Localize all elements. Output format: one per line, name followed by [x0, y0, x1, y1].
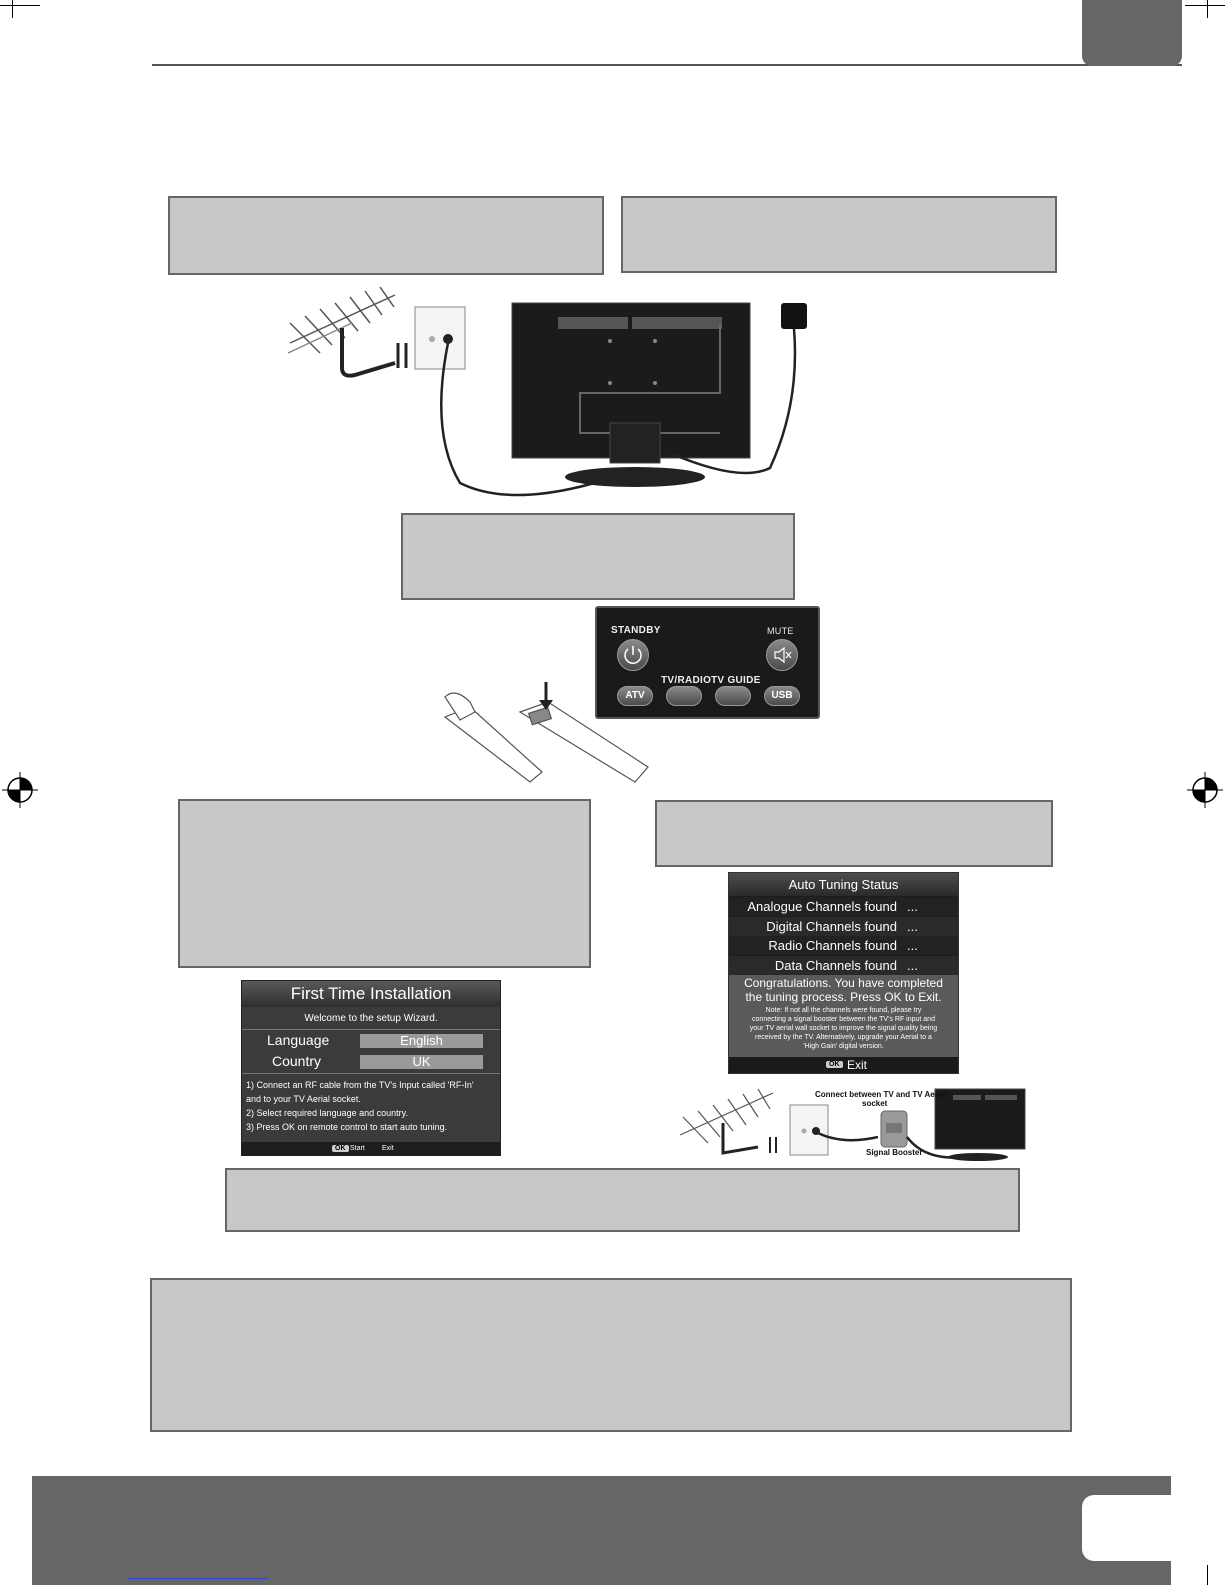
fti-language-label: Language: [267, 1032, 330, 1048]
crop-mark-top-right-v: [1207, 0, 1208, 18]
ats-row-radio: Radio Channels found...: [729, 936, 958, 955]
booster-label: Signal Booster: [866, 1148, 923, 1157]
crop-mark-top-right-h: [1185, 5, 1225, 6]
ats-note-2: connecting a signal booster between the …: [752, 1016, 935, 1023]
tvradio-label: TV/RADIO: [661, 675, 712, 686]
registration-mark-left: [2, 772, 38, 808]
fti-instruction-1a: 1) Connect an RF cable from the TV's Inp…: [246, 1080, 474, 1090]
ats-congrats-2: the tuning process. Press OK to Exit.: [745, 990, 942, 1004]
ats-note-5: 'High Gain' digital version.: [803, 1043, 884, 1050]
footer-link-underline[interactable]: [127, 1578, 267, 1579]
mute-button[interactable]: [766, 639, 798, 671]
callout-box-top-left: [168, 196, 604, 275]
remote-button-panel: STANDBY MUTE TV/RADIO TV GUIDE ATV USB: [595, 606, 820, 719]
fti-divider-2: [242, 1073, 500, 1074]
auto-tuning-status-screen: Auto Tuning Status Analogue Channels fou…: [728, 872, 959, 1074]
callout-box-top-right: [621, 196, 1057, 273]
fti-title: First Time Installation: [242, 981, 500, 1007]
power-plug-icon: [781, 303, 807, 329]
header-rule: [152, 64, 1182, 66]
tvguide-button[interactable]: [715, 686, 751, 706]
ats-note-1: Note: If not all the channels were found…: [765, 1007, 922, 1014]
crop-mark-bottom-right-v: [1207, 1565, 1208, 1585]
ats-title-bar: [729, 873, 958, 896]
fti-instruction-3: 3) Press OK on remote control to start a…: [246, 1122, 448, 1132]
callout-box-wide: [225, 1168, 1020, 1232]
fti-divider: [242, 1029, 500, 1030]
callout-box-bottom: [150, 1278, 1072, 1432]
callout-box-middle: [401, 513, 795, 600]
standby-label: STANDBY: [611, 625, 661, 636]
atv-button[interactable]: ATV: [617, 686, 653, 706]
fti-country-label: Country: [272, 1053, 322, 1069]
fti-ok-key[interactable]: OK: [332, 1145, 349, 1152]
usb-button[interactable]: USB: [764, 686, 800, 706]
ats-congrats-1: Congratulations. You have completed: [744, 976, 943, 990]
fti-instruction-2: 2) Select required language and country.: [246, 1108, 408, 1118]
tv-rear-icon: [511, 302, 751, 487]
mute-label: MUTE: [767, 626, 794, 636]
fti-start-label: Start: [350, 1145, 365, 1152]
crop-mark-top-left-v: [12, 0, 13, 18]
fti-welcome: Welcome to the setup Wizard.: [304, 1013, 438, 1024]
registration-mark-right: [1187, 772, 1223, 808]
booster-connect-label-2: socket: [862, 1099, 888, 1108]
mute-icon: [774, 646, 792, 664]
standby-button[interactable]: [617, 639, 649, 671]
fti-country-value[interactable]: UK: [360, 1055, 483, 1069]
callout-box-lower-left: [178, 799, 591, 968]
ats-row-digital: Digital Channels found...: [729, 917, 958, 936]
first-time-installation-screen: First Time Installation Welcome to the s…: [241, 980, 501, 1156]
tv-connection-diagram: [287, 286, 807, 497]
aerial-icon: [287, 286, 396, 354]
hand-icon: [444, 692, 476, 721]
remote-back-icon: [443, 701, 649, 783]
booster-aerial-icon: [679, 1088, 774, 1144]
booster-connect-label-1: Connect between TV and TV Aerial: [815, 1090, 947, 1099]
ats-note-4: received by the TV. Alternatively, upgra…: [755, 1034, 932, 1041]
fti-language-value[interactable]: English: [360, 1034, 483, 1048]
ats-row-data: Data Channels found...: [729, 956, 958, 975]
arrow-down-icon: [539, 682, 553, 710]
crop-mark-top-left-h: [0, 5, 40, 6]
tvguide-label: TV GUIDE: [711, 675, 761, 686]
ats-footer: OK Exit: [729, 1057, 958, 1073]
page-number-tab: [1082, 1495, 1182, 1561]
callout-box-lower-right: [655, 800, 1053, 867]
power-cable: [669, 328, 797, 475]
ats-ok-key[interactable]: OK: [826, 1061, 843, 1068]
booster-tv-icon: [934, 1088, 1026, 1161]
booster-wall-socket-icon: [789, 1104, 829, 1156]
remote-battery-illustration: [443, 682, 649, 783]
rf-cable: [440, 342, 641, 497]
fti-footer: OK Start Exit: [242, 1142, 500, 1155]
ats-message-area: [729, 975, 958, 1057]
power-icon: [624, 646, 642, 664]
ats-note-3: your TV aerial wall socket to improve th…: [749, 1025, 938, 1032]
tvradio-button[interactable]: [666, 686, 702, 706]
signal-booster-icon: [880, 1110, 908, 1148]
wall-socket-icon: [414, 306, 466, 370]
fti-exit-label: Exit: [382, 1145, 394, 1152]
ats-title: Auto Tuning Status: [788, 877, 899, 892]
header-tab: [1082, 0, 1182, 66]
signal-booster-diagram: [679, 1088, 1026, 1161]
ats-row-analogue: Analogue Channels found...: [729, 897, 958, 916]
footer-band: [32, 1476, 1171, 1585]
fti-instruction-1b: and to your TV Aerial socket.: [246, 1094, 361, 1104]
ats-exit-label: Exit: [847, 1058, 868, 1072]
aerial-cable: [340, 328, 396, 378]
